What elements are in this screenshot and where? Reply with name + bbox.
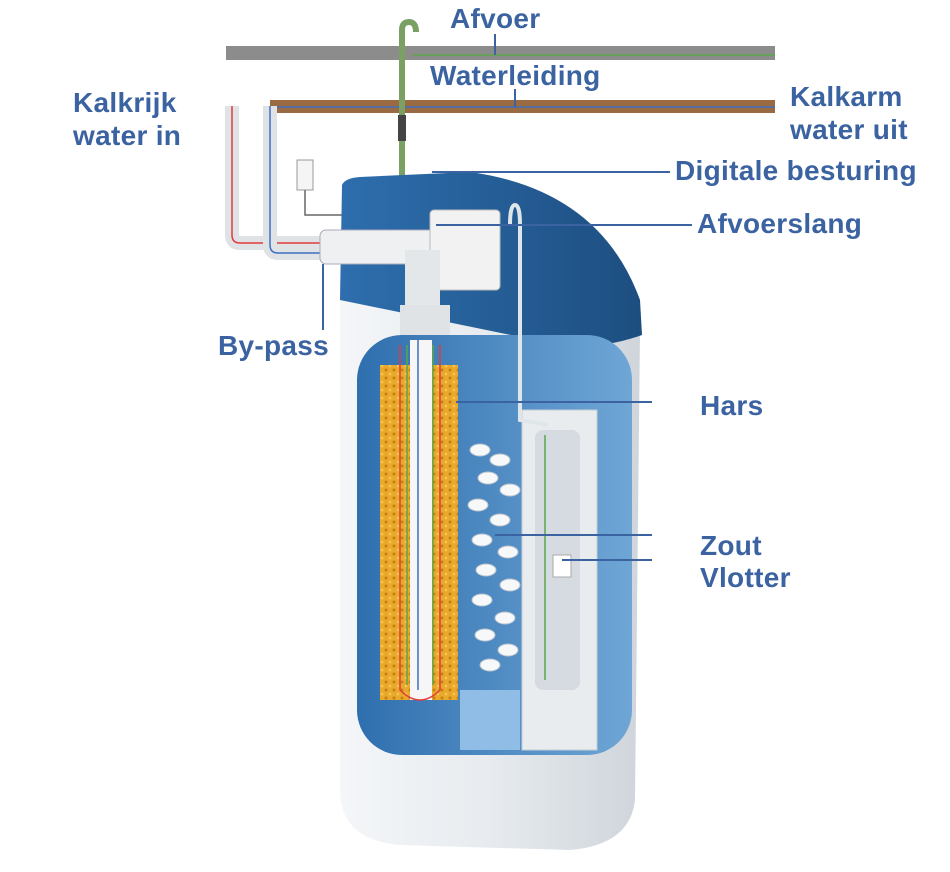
drain-pipe	[226, 46, 775, 60]
label-afvoer: Afvoer	[450, 3, 541, 34]
label-digitale-besturing: Digitale besturing	[675, 155, 917, 186]
label-kalkrijk: Kalkrijk water in	[73, 86, 181, 152]
float	[552, 554, 572, 578]
label-kalkrijk-line1: Kalkrijk	[73, 87, 177, 118]
label-hars: Hars	[700, 390, 764, 421]
leader-lines	[322, 34, 692, 561]
label-kalkarm-line2: water uit	[790, 114, 908, 145]
label-afvoerslang: Afvoerslang	[697, 208, 863, 239]
label-kalkarm-line1: Kalkarm	[790, 81, 903, 112]
salt-tablets	[467, 443, 521, 672]
label-kalkarm: Kalkarm water uit	[790, 80, 908, 146]
label-vlotter: Vlotter	[700, 562, 791, 593]
label-waterleiding: Waterleiding	[430, 60, 601, 91]
label-by-pass: By-pass	[218, 330, 330, 361]
label-kalkrijk-line2: water in	[73, 120, 182, 151]
label-zout: Zout	[700, 530, 762, 561]
